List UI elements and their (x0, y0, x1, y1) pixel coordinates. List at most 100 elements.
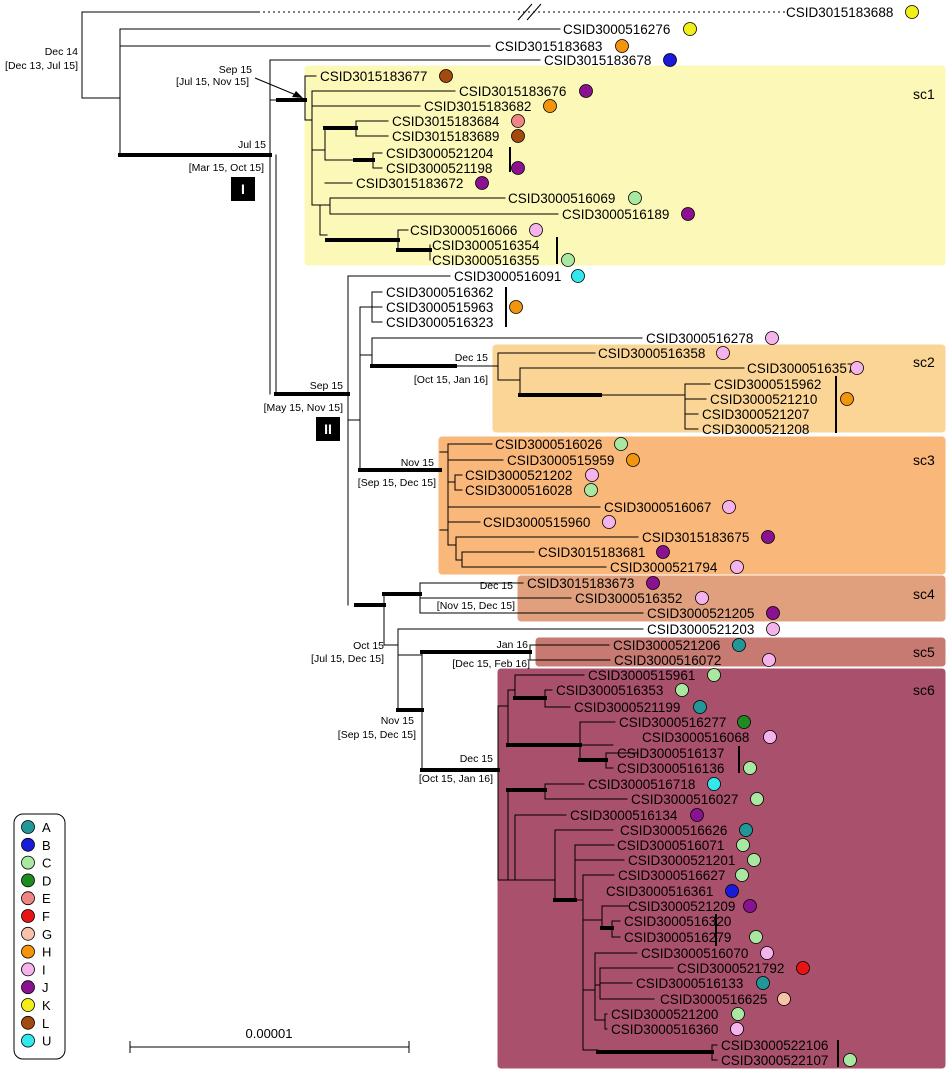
leaf: CSID3000516357 (747, 361, 864, 376)
legend-label: E (42, 891, 51, 906)
leaf-group-dot (762, 653, 776, 667)
leaf-label: CSID3015183676 (459, 84, 566, 99)
leaf-group-dot (732, 638, 746, 652)
subclade-labels: sc1 sc2 sc3 sc4 sc5 sc6 (913, 86, 935, 698)
leaf: CSID3000516352 (575, 591, 709, 606)
legend-item: B (21, 838, 51, 853)
leaf: CSID3015183689 (392, 129, 525, 144)
legend-swatch (21, 891, 35, 906)
legend-label: G (42, 927, 52, 942)
leaf-label: CSID3000516277 (619, 715, 726, 730)
legend-item: H (21, 945, 51, 960)
legend-label: K (42, 998, 51, 1013)
leaf-group-dot (695, 591, 709, 605)
leaf-label: CSID3000521792 (677, 961, 784, 976)
legend-item: E (21, 891, 51, 906)
legend-item: K (21, 998, 51, 1013)
legend-swatch (21, 855, 35, 870)
leaf-group-dot (585, 468, 599, 482)
leaf: CSID3000522107 (721, 1053, 857, 1068)
leaf-label: CSID3000516136 (617, 761, 724, 776)
leaf-label: CSID3000521207 (702, 407, 809, 422)
legend-swatch (21, 980, 35, 995)
leaf: CSID3000516627 (618, 868, 749, 883)
leaf-label: CSID3000521208 (702, 422, 809, 437)
leaf-label: CSID3000516067 (604, 500, 711, 515)
subclade-label-sc5: sc5 (913, 644, 935, 660)
leaf-group-dot (615, 39, 629, 53)
arrow-head (292, 91, 303, 98)
leaf: CSID3000516068 (642, 730, 777, 745)
leaf-label: CSID3000521201 (628, 853, 735, 868)
leaf-label: CSID3015183672 (356, 176, 463, 191)
leaf-label: CSID3000516279 (624, 930, 731, 945)
subclade-label-sc6: sc6 (913, 682, 935, 698)
legend-label: D (42, 873, 51, 888)
leaf-group-dot (743, 899, 757, 913)
leaf-group-dot (628, 191, 642, 205)
date-range: [Oct 15, Jan 16] (414, 374, 488, 386)
leaf-group-dot (561, 253, 575, 267)
subclade-box-sc1 (304, 65, 946, 266)
leaf-label: CSID3000516323 (386, 315, 493, 330)
legend-label: H (42, 945, 51, 960)
leaf-label: CSID3000516357 (747, 361, 854, 376)
leaf: CSID3000516360 (611, 1022, 744, 1037)
leaf-label: CSID3000521202 (465, 468, 572, 483)
tree-branches (81, 11, 745, 1061)
leaf: CSID3000516626 (620, 823, 753, 838)
leaf: CSID3000521208 (702, 422, 809, 437)
leaf-label: CSID3000516134 (570, 808, 678, 823)
leaf: CSID3000521792 (677, 961, 810, 976)
date-label: Jan 16 (496, 639, 528, 651)
date-range: [Mar 15, Oct 15] (189, 162, 264, 174)
leaf: CSID3000521203 (647, 622, 780, 637)
clade-label-box (316, 417, 340, 441)
legend-swatch (21, 1033, 35, 1048)
leaf: CSID3000516067 (604, 500, 736, 515)
leaf-group-dot (509, 300, 523, 314)
clade-label-I: I (241, 181, 245, 197)
legend-swatch (21, 926, 35, 941)
break-mark-left (517, 3, 533, 21)
leaf-group-dot (765, 331, 779, 345)
leaf-group-dot (749, 930, 763, 944)
subclade-label-sc2: sc2 (913, 354, 935, 370)
scale-bar (129, 1041, 410, 1053)
date-range: [Dec 15, Feb 16] (452, 658, 530, 670)
leaf: CSID3000515962 (714, 377, 821, 392)
leaf-label: CSID3000521203 (647, 622, 754, 637)
date-range: [Oct 15, Jan 16] (419, 773, 493, 785)
leaf: CSID3000515961 (588, 668, 721, 683)
legend-label: L (42, 1016, 49, 1031)
leaf-label: CSID3015183689 (392, 129, 499, 144)
subclade-box-sc5 (535, 637, 946, 667)
leaf-group-dot (571, 269, 585, 283)
leaf-label: CSID3015183684 (392, 114, 500, 129)
leaf-group-dot (777, 992, 791, 1006)
date-range: [Sep 15, Dec 15] (338, 729, 416, 741)
leaf: CSID3015183675 (642, 530, 775, 545)
leaf: CSID3000516137 (617, 746, 724, 761)
leaf-group-dot (731, 1007, 745, 1021)
date-range: [Jul 15, Dec 15] (311, 653, 384, 665)
legend-item: G (21, 926, 52, 942)
leaf: CSID3000521199 (574, 700, 707, 715)
leaf: CSID3000521198 (386, 161, 525, 176)
legend-swatch (21, 962, 35, 977)
leaf-group-dot (475, 176, 489, 190)
leaf-label: CSID3000516066 (410, 223, 517, 238)
leaf: CSID3000516276 (563, 22, 697, 37)
scale-bar-label: 0.00001 (246, 1026, 293, 1041)
leaf-group-dot (675, 683, 689, 697)
leaf-group-dot (756, 976, 770, 990)
leaf: CSID3000516071 (617, 838, 750, 853)
leaf-group-dot (646, 576, 660, 590)
legend-label: B (42, 838, 51, 853)
leaf: CSID3000516028 (465, 483, 598, 498)
leaf-label: CSID3000515959 (507, 453, 614, 468)
leaf-group-dot (843, 1053, 857, 1067)
leaf: CSID3000516027 (631, 792, 764, 807)
legend-label: U (42, 1034, 51, 1049)
